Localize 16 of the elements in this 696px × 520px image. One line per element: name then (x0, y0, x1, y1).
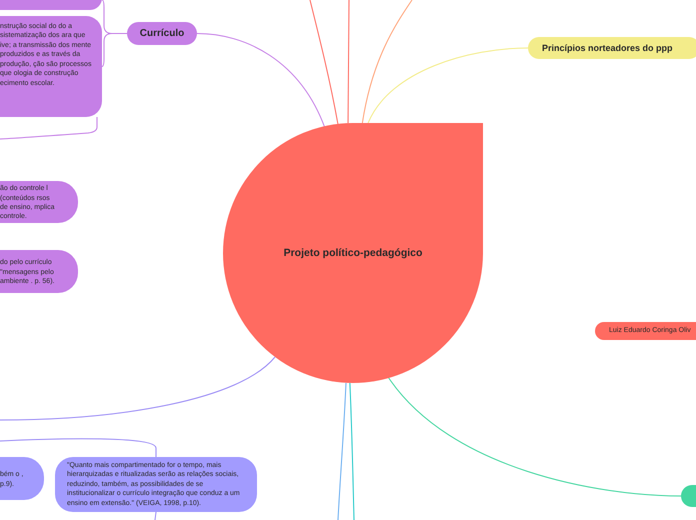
connector-line (102, 33, 128, 67)
topic-pill: Princípios norteadores do ppp (528, 37, 696, 59)
connector-line (349, 382, 354, 520)
connector-line (348, 0, 350, 124)
connector-line (154, 512, 156, 520)
connector-line (362, 0, 412, 124)
topic-teardrop: Projeto político-pedagógico (223, 123, 483, 383)
connector-line (338, 382, 346, 520)
connector-line (196, 33, 326, 128)
connector-line (0, 356, 276, 420)
connector-line (310, 0, 338, 125)
connector-line (0, 116, 98, 140)
connector-line (368, 48, 528, 124)
connector-line (388, 376, 682, 496)
topic-pill: Currículo (127, 22, 197, 45)
connector-line (0, 438, 156, 458)
